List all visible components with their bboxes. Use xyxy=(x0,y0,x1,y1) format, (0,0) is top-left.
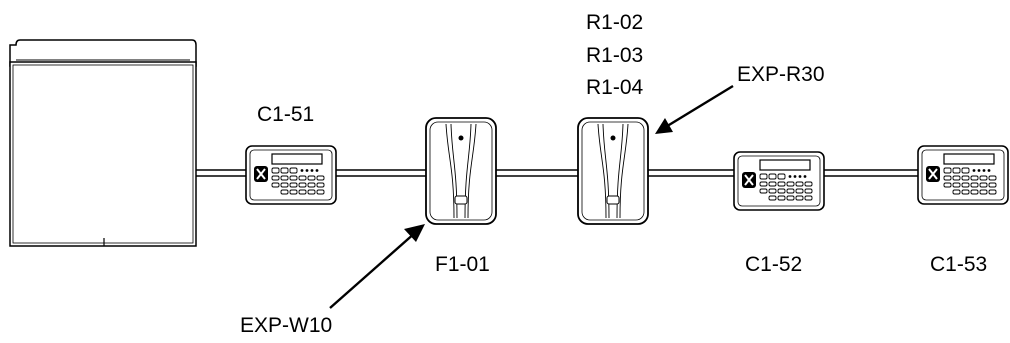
label-c1-51: C1-51 xyxy=(257,103,315,126)
keypad-c1-51 xyxy=(245,145,337,205)
keypad-c1-53 xyxy=(917,145,1009,205)
control-panel xyxy=(9,39,197,247)
keypad-c1-52 xyxy=(733,151,825,211)
label-exp-r30: EXP-R30 xyxy=(737,63,825,86)
label-c1-53: C1-53 xyxy=(930,253,988,276)
label-r1-03: R1-03 xyxy=(586,44,644,67)
expander-f1-01 xyxy=(425,117,497,225)
arrow-exp-r30 xyxy=(655,84,734,134)
label-exp-w10: EXP-W10 xyxy=(240,314,333,337)
expander-r1 xyxy=(577,117,649,225)
arrow-exp-w10 xyxy=(329,224,425,309)
label-f1-01: F1-01 xyxy=(435,253,490,276)
label-r1-02: R1-02 xyxy=(586,11,644,34)
label-r1-04: R1-04 xyxy=(586,76,644,99)
label-c1-52: C1-52 xyxy=(745,253,803,276)
